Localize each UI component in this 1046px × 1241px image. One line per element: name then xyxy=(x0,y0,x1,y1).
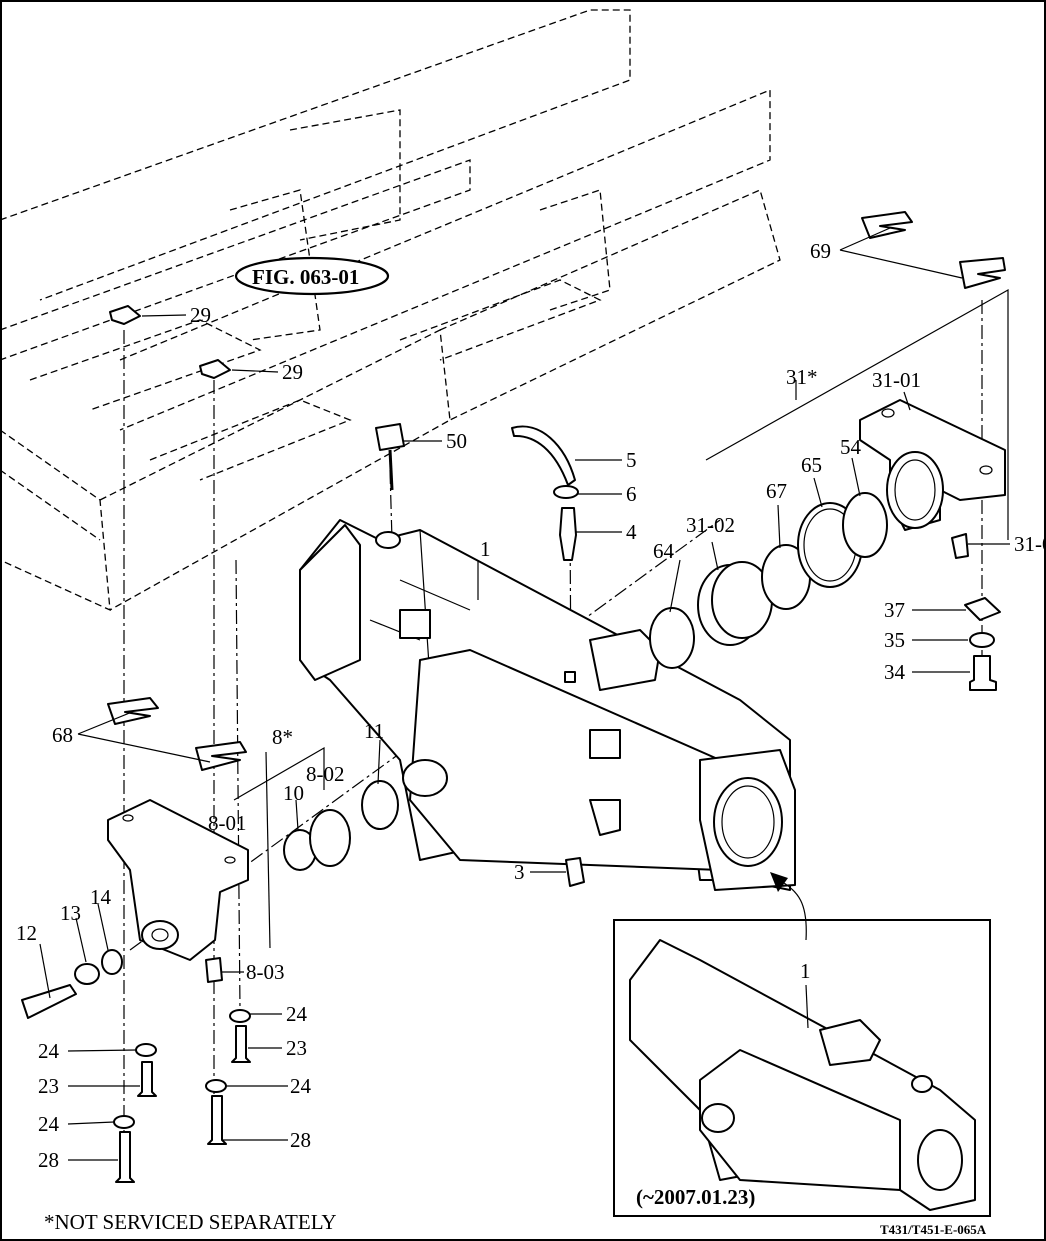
bushing-8-02 xyxy=(309,809,351,867)
label-64: 64 xyxy=(653,539,675,563)
label-8-03: 8-03 xyxy=(246,960,285,984)
label-23-b: 23 xyxy=(38,1074,59,1098)
right-bracket-assembly xyxy=(859,211,1006,531)
label-1: 1 xyxy=(480,537,491,561)
label-31: 31* xyxy=(786,365,818,389)
chassis-frame-phantom xyxy=(0,9,781,612)
label-12: 12 xyxy=(16,921,37,945)
label-8-01: 8-01 xyxy=(208,811,247,835)
label-34: 34 xyxy=(884,660,906,684)
label-35: 35 xyxy=(884,628,905,652)
nut-29-bottom xyxy=(199,359,231,379)
label-31-01: 31-01 xyxy=(872,368,921,392)
dipstick-50 xyxy=(375,423,405,451)
label-10: 10 xyxy=(283,781,304,805)
label-1-inset: 1 xyxy=(800,959,811,983)
label-28-b: 28 xyxy=(38,1148,59,1172)
label-23-a: 23 xyxy=(286,1036,307,1060)
washer-35 xyxy=(969,632,995,648)
label-31-02: 31-02 xyxy=(686,513,735,537)
label-29-top: 29 xyxy=(190,303,211,327)
washer-14 xyxy=(101,949,123,975)
label-4: 4 xyxy=(626,520,637,544)
plate-37 xyxy=(964,597,1001,621)
bolt-12 xyxy=(21,984,77,1019)
label-24-b: 24 xyxy=(290,1074,312,1098)
plug-3 xyxy=(565,857,585,887)
nut-13 xyxy=(74,963,100,985)
label-65: 65 xyxy=(801,453,822,477)
label-6: 6 xyxy=(626,482,637,506)
label-24-a: 24 xyxy=(286,1002,308,1026)
seal-ring-64 xyxy=(649,607,695,669)
label-24-d: 24 xyxy=(38,1112,60,1136)
fitting-4 xyxy=(559,507,577,561)
label-14: 14 xyxy=(90,885,112,909)
label-69: 69 xyxy=(810,239,831,263)
figure-reference-label: FIG. 063-01 xyxy=(252,265,359,289)
label-8: 8* xyxy=(272,725,293,749)
label-31-03: 31-03 xyxy=(1014,532,1046,556)
label-24-c: 24 xyxy=(38,1039,60,1063)
label-54: 54 xyxy=(840,435,862,459)
figure-reference-oval xyxy=(234,256,390,296)
left-bracket-assembly xyxy=(107,697,249,961)
inset-caption: (~2007.01.23) xyxy=(636,1185,755,1209)
axle-housing xyxy=(299,519,796,891)
label-29-bottom: 29 xyxy=(282,360,303,384)
label-67: 67 xyxy=(766,479,787,503)
label-11: 11 xyxy=(364,719,384,743)
arrow-to-inset xyxy=(770,872,788,892)
label-8-02: 8-02 xyxy=(306,762,345,786)
nut-29-top xyxy=(109,305,141,325)
label-13: 13 xyxy=(60,901,81,925)
footnote: *NOT SERVICED SEPARATELY xyxy=(44,1210,337,1234)
label-5: 5 xyxy=(626,448,637,472)
ring-11 xyxy=(361,780,399,830)
label-68: 68 xyxy=(52,723,73,747)
figure-code: T431/T451-E-065A xyxy=(880,1222,987,1237)
ring-54 xyxy=(842,492,888,558)
label-28-a: 28 xyxy=(290,1128,311,1152)
label-3: 3 xyxy=(514,860,525,884)
leader-lines xyxy=(39,227,1010,1161)
clamp-6 xyxy=(553,485,579,499)
grease-nipple-31-03 xyxy=(951,533,969,559)
hose-5 xyxy=(511,425,576,486)
grease-nipple-8-03 xyxy=(205,957,223,983)
label-37: 37 xyxy=(884,598,905,622)
label-50: 50 xyxy=(446,429,467,453)
bolt-34 xyxy=(969,655,997,691)
